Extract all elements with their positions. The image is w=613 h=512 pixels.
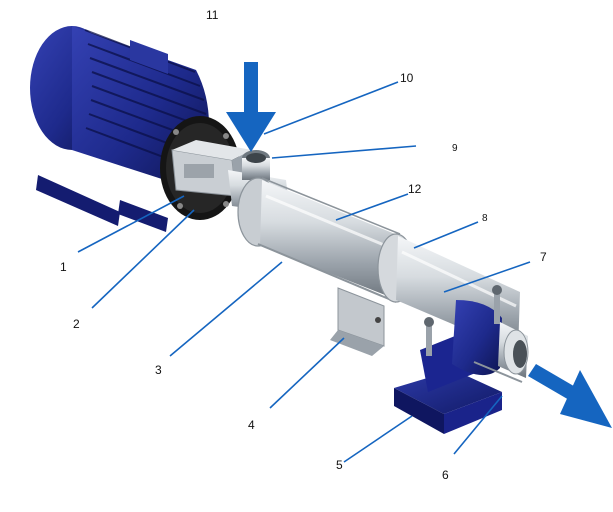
callout-7: 7 [540, 250, 547, 264]
leader-12 [335, 193, 409, 221]
leader-5 [343, 415, 413, 463]
pedestal-base [394, 370, 502, 414]
discharge-support [394, 285, 502, 434]
stator-tube [260, 180, 400, 300]
leader-9 [271, 145, 417, 159]
arrow-down-icon [226, 62, 276, 152]
leader-2 [91, 209, 195, 309]
callout-5: 5 [336, 458, 343, 472]
callout-10: 10 [400, 71, 414, 85]
callout-1: 1 [60, 260, 67, 274]
terminal-box [130, 40, 168, 74]
leader-8 [413, 221, 479, 249]
callout-12: 12 [408, 182, 422, 196]
leader-4 [269, 337, 345, 409]
callout-labels: 1 2 3 4 5 6 7 8 9 10 11 12 [60, 8, 547, 482]
support-bracket [330, 287, 385, 356]
leader-6 [453, 395, 503, 455]
motor-foot [118, 200, 168, 232]
leader-lines [77, 81, 531, 463]
electric-motor [30, 26, 240, 232]
clamp-band [452, 300, 502, 376]
callout-6: 6 [442, 468, 449, 482]
callout-2: 2 [73, 317, 80, 331]
callout-3: 3 [155, 363, 162, 377]
callout-4: 4 [248, 418, 255, 432]
callout-8: 8 [482, 213, 488, 224]
callout-9: 9 [452, 143, 458, 154]
callout-11: 11 [206, 8, 219, 22]
arrow-diagonal-icon [528, 364, 612, 428]
discharge-port [473, 322, 529, 383]
motor-foot [36, 175, 120, 226]
leader-1 [77, 195, 185, 253]
leader-10 [263, 81, 399, 135]
leader-7 [443, 261, 531, 293]
leader-3 [169, 261, 283, 357]
